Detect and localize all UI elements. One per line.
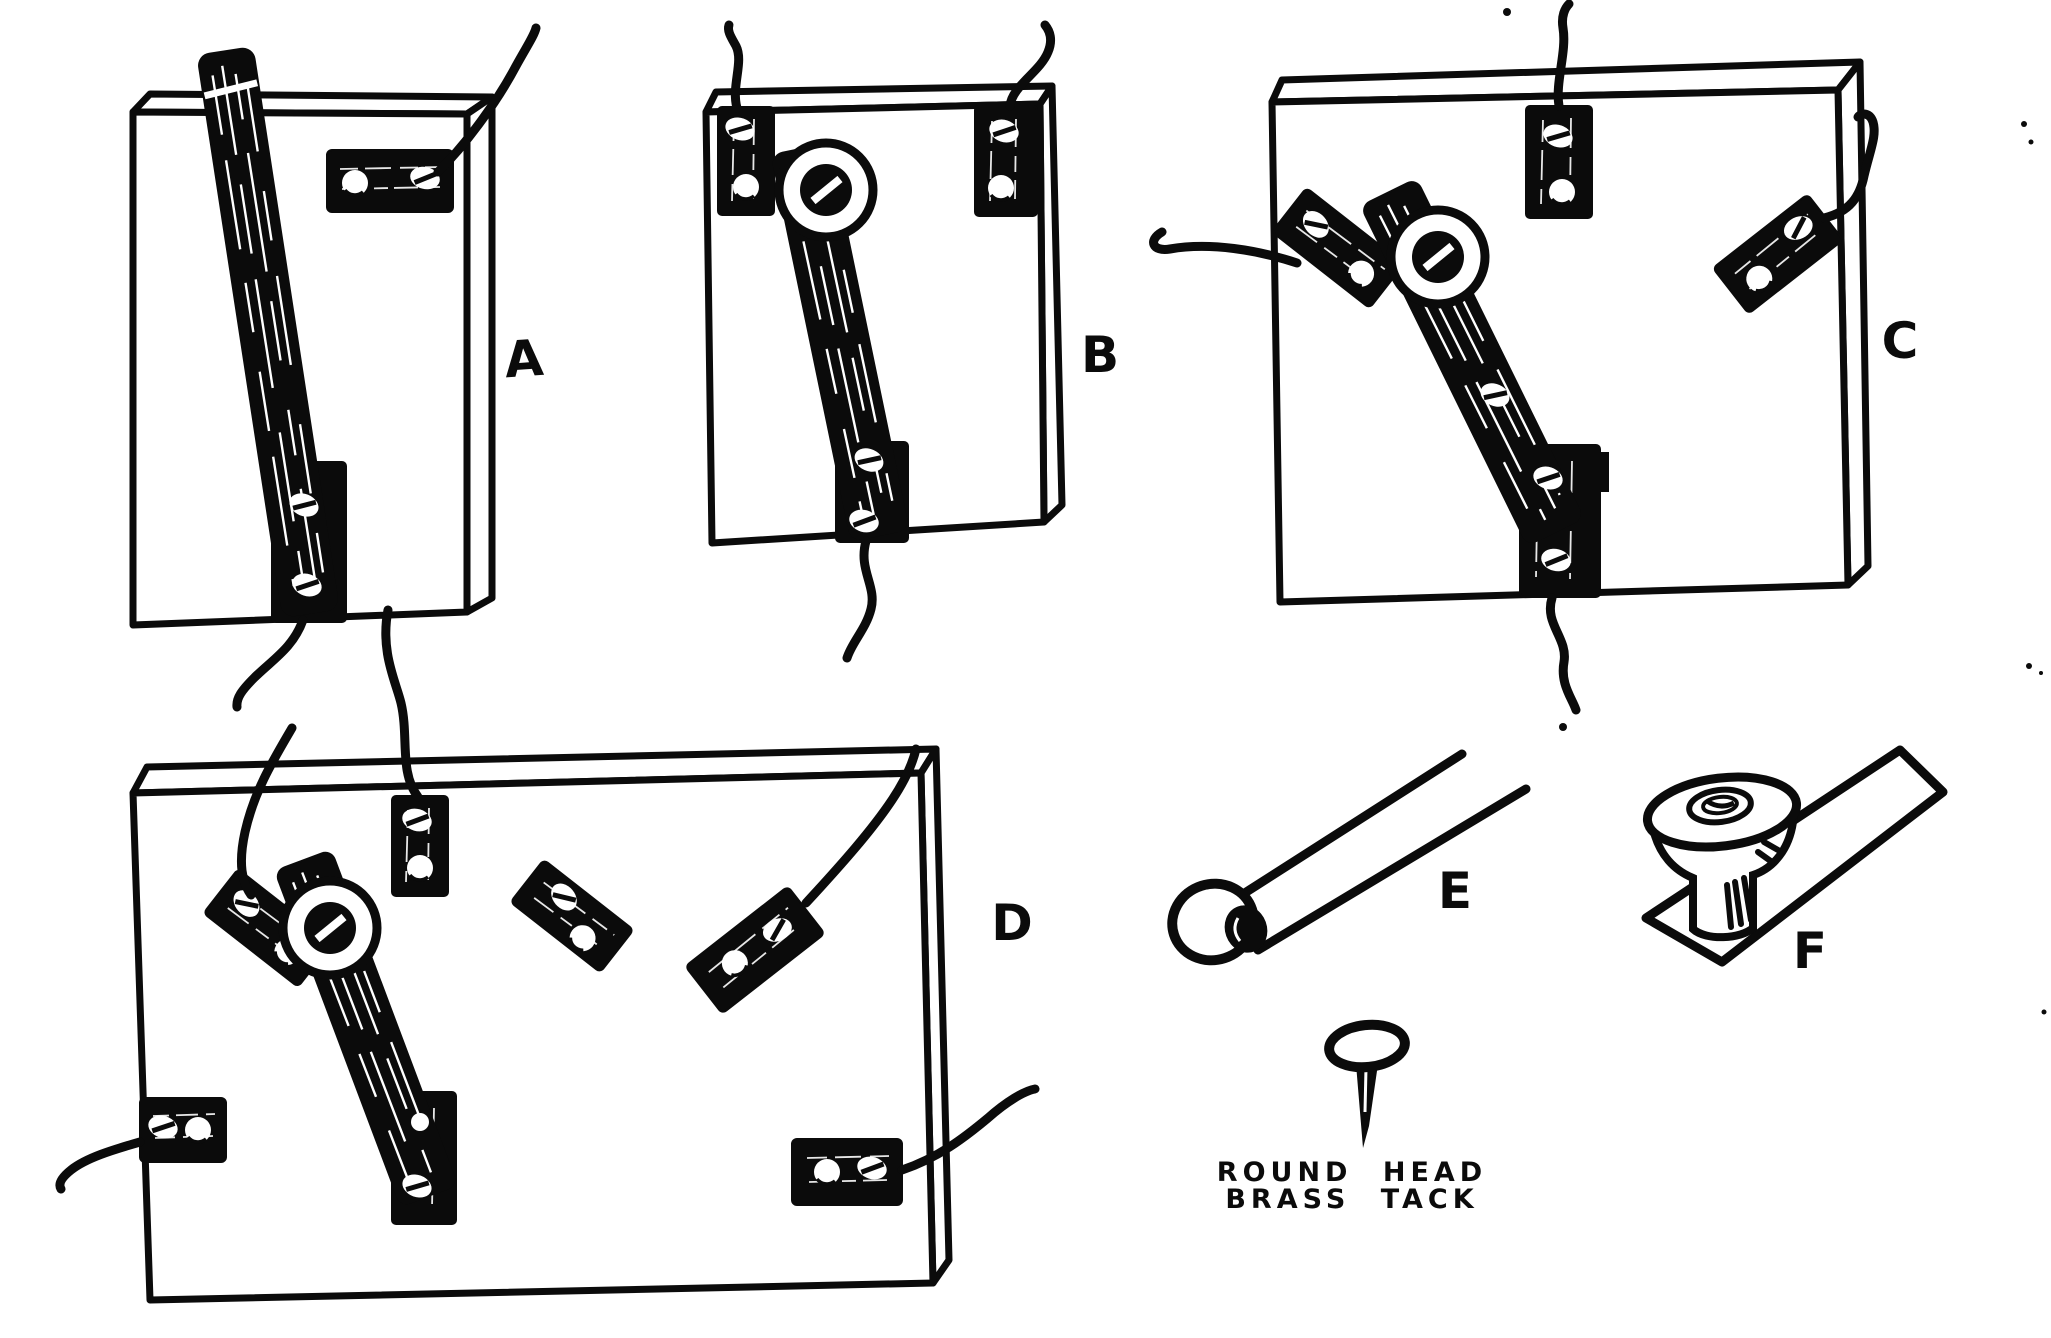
label-f: F xyxy=(1793,922,1827,980)
contact-plate xyxy=(717,106,775,216)
connecting-wire xyxy=(1545,593,1581,715)
label-d: D xyxy=(991,894,1033,952)
scan-specks xyxy=(1503,8,2047,1015)
tack-caption-line2: BRASS TACK xyxy=(1225,1184,1478,1215)
pivot-washer xyxy=(1391,210,1485,304)
connecting-wire xyxy=(381,605,423,802)
connecting-wire xyxy=(1553,0,1574,111)
label-b: B xyxy=(1081,326,1119,384)
connecting-wire xyxy=(1819,109,1879,223)
figure-e-rolled-strip: E xyxy=(1167,749,1531,966)
contact-plate xyxy=(326,149,454,213)
tack-head xyxy=(1324,1019,1410,1073)
contact-plate xyxy=(139,1097,227,1163)
contact-plate xyxy=(686,887,824,1013)
contact-plate xyxy=(511,860,633,972)
figure-f-knob-strip: F xyxy=(1641,745,1948,980)
contact-plate xyxy=(1525,105,1593,219)
connecting-wire xyxy=(232,615,308,712)
contact-plate xyxy=(974,105,1038,217)
panel-d-board xyxy=(129,745,953,1304)
connecting-wire xyxy=(1005,20,1056,111)
tack-shank xyxy=(1356,1064,1378,1148)
panel-d: D xyxy=(55,605,1040,1304)
panel-c: C xyxy=(1149,0,1919,715)
connecting-wire xyxy=(236,723,297,900)
label-c: C xyxy=(1882,312,1919,370)
connecting-wire xyxy=(724,20,744,113)
label-a: A xyxy=(502,329,545,390)
brass-tack-figure: ROUND HEAD BRASS TACK xyxy=(1217,1019,1487,1215)
tack-head-dot xyxy=(411,1113,429,1131)
connecting-wire xyxy=(433,23,541,177)
connecting-wire xyxy=(1149,227,1302,268)
pivot-washer xyxy=(283,881,377,975)
contact-plate xyxy=(391,795,449,897)
connecting-wire xyxy=(842,536,877,663)
connecting-wire xyxy=(897,1084,1040,1175)
panel-a: A xyxy=(129,23,545,712)
pivot-washer xyxy=(779,143,873,237)
panel-b: B xyxy=(702,20,1119,663)
label-e: E xyxy=(1438,862,1472,920)
connecting-wire xyxy=(801,744,921,908)
contact-plate xyxy=(791,1138,903,1206)
connecting-wire xyxy=(55,1137,145,1194)
contact-plate xyxy=(1272,188,1404,308)
tack-caption-line1: ROUND HEAD xyxy=(1217,1157,1487,1188)
